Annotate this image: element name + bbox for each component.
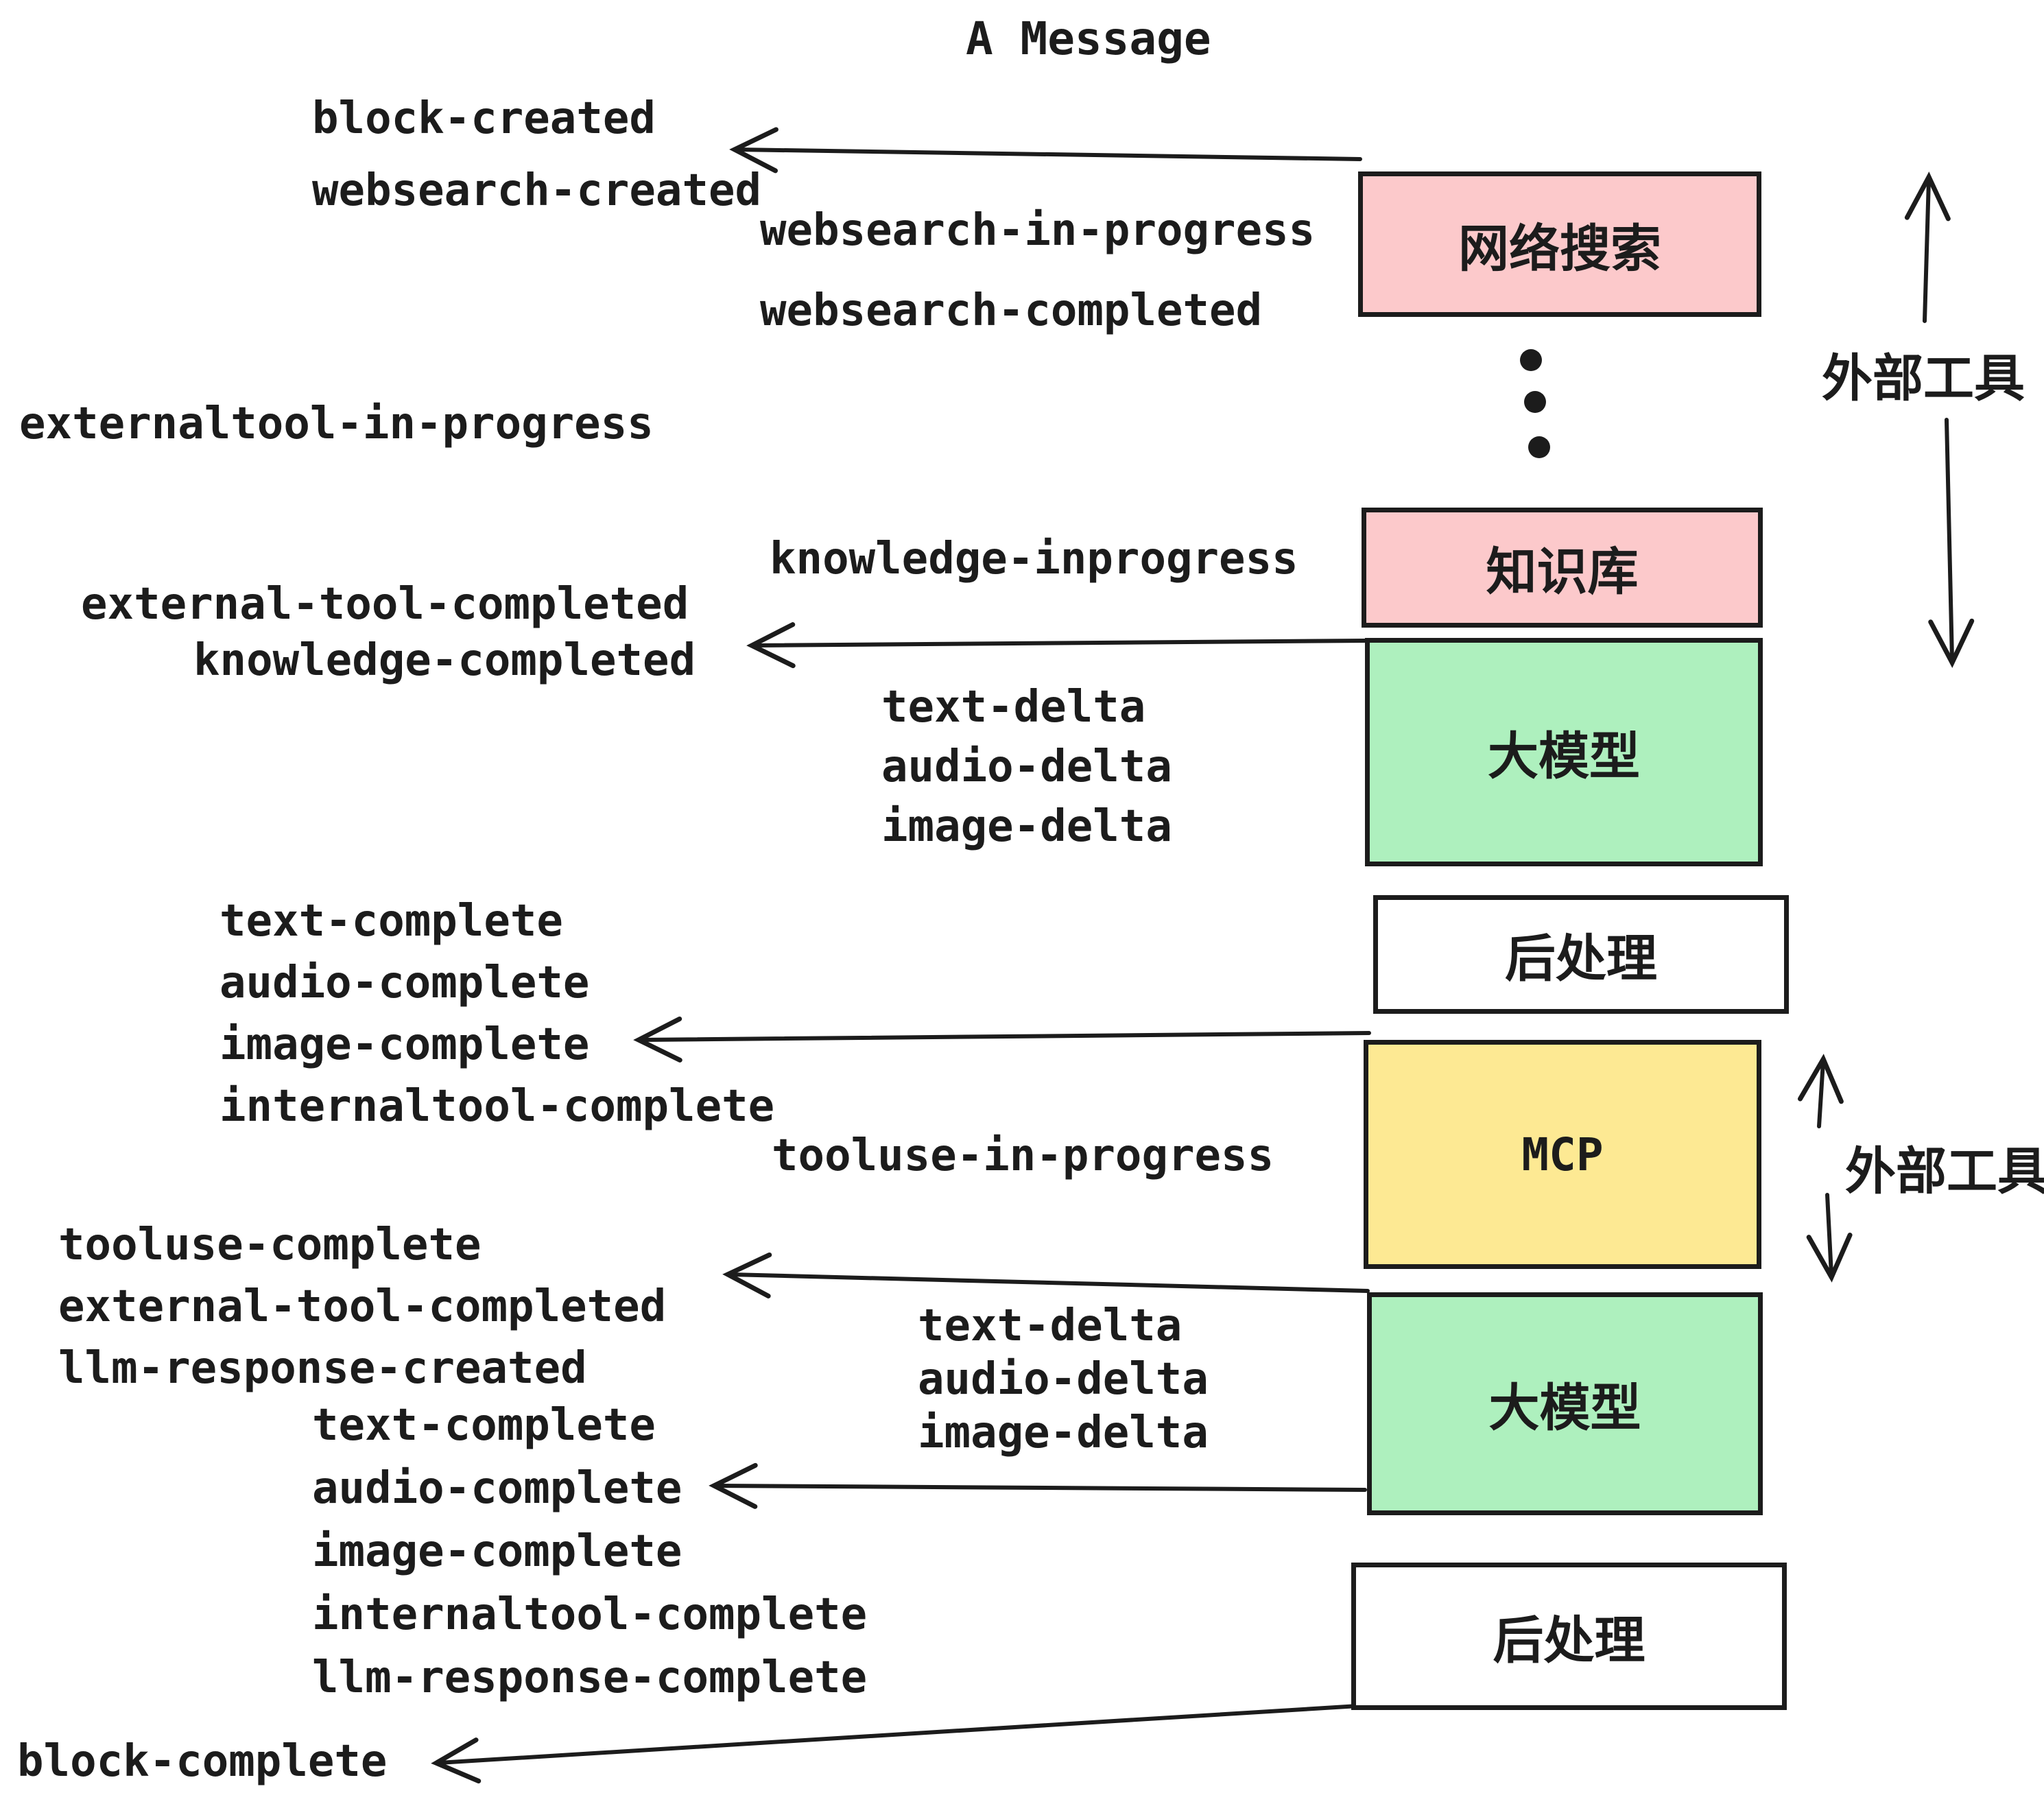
box-websearch-label: 网络搜索 [1458,219,1661,278]
box-llm-1-label: 大模型 [1488,727,1640,786]
event-audio-complete-2: audio-complete [312,1463,682,1514]
box-llm-2: 大模型 [1367,1292,1763,1515]
ellipsis-dot [1520,349,1542,371]
box-post-1-label: 后处理 [1505,929,1657,988]
box-llm-2-label: 大模型 [1488,1379,1641,1438]
box-post-2: 后处理 [1351,1563,1787,1710]
ellipsis-dot [1528,436,1550,458]
event-tooluse-complete: tooluse-complete [58,1220,482,1270]
event-llm-response-complete: llm-response-complete [312,1652,868,1703]
box-knowledge: 知识库 [1362,508,1763,628]
event-internaltool-complete-2: internaltool-complete [312,1589,868,1640]
event-knowledge-inprogress: knowledge-inprogress [770,534,1298,584]
box-post-1: 后处理 [1373,895,1789,1014]
event-websearch-in-progress: websearch-in-progress [760,205,1316,256]
event-image-complete-2: image-complete [312,1526,682,1577]
event-external-tool-completed-2: external-tool-completed [58,1281,667,1332]
external-tools-mcp-down-arrow [1806,1193,1853,1283]
event-text-complete-1: text-complete [219,896,563,947]
event-block-created: block-created [312,93,656,144]
box-mcp: MCP [1364,1040,1761,1269]
event-internaltool-complete-1: internaltool-complete [219,1081,775,1132]
event-external-tool-completed-1: external-tool-completed [81,579,689,630]
event-audio-complete-1: audio-complete [219,958,590,1008]
event-image-complete-1: image-complete [219,1019,590,1070]
external-tools-top-down-arrow [1928,418,1975,668]
event-tooluse-in-progress: tooluse-in-progress [772,1130,1274,1181]
event-block-complete: block-complete [17,1736,388,1787]
box-post-2-label: 后处理 [1493,1611,1645,1670]
event-text-delta-2: text-delta [918,1301,1183,1351]
event-knowledge-completed: knowledge-completed [193,635,696,686]
event-llm-response-created: llm-response-created [58,1343,587,1394]
event-websearch-created: websearch-created [312,165,762,216]
event-image-delta-2: image-delta [918,1408,1209,1458]
box-knowledge-label: 知识库 [1486,543,1639,602]
external-tools-mcp-up-arrow [1797,1054,1844,1128]
event-websearch-completed: websearch-completed [760,285,1263,336]
arrow-block-complete [431,1704,1360,1783]
page-title: A Message [966,12,1211,65]
event-externaltool-in-progress: externaltool-in-progress [19,399,654,449]
event-audio-delta-1: audio-delta [881,741,1172,792]
event-audio-delta-2: audio-delta [918,1354,1209,1405]
arrow-audio-complete [709,1462,1367,1509]
external-tools-mcp-label: 外部工具 [1845,1142,2044,1201]
event-image-delta-1: image-delta [881,801,1172,852]
box-websearch: 网络搜索 [1358,171,1761,317]
ellipsis-dot [1524,391,1546,413]
arrow-tooluse-complete [722,1252,1370,1298]
external-tools-top-label: 外部工具 [1822,349,2025,408]
external-tools-top-up-arrow [1904,171,1951,323]
event-text-complete-2: text-complete [312,1400,656,1451]
box-mcp-label: MCP [1521,1128,1604,1181]
event-text-delta-1: text-delta [881,682,1146,733]
arrow-image-complete [633,1016,1371,1063]
box-llm-1: 大模型 [1365,638,1763,866]
arrow-websearch-created [729,127,1362,174]
arrow-knowledge-completed [746,622,1368,669]
